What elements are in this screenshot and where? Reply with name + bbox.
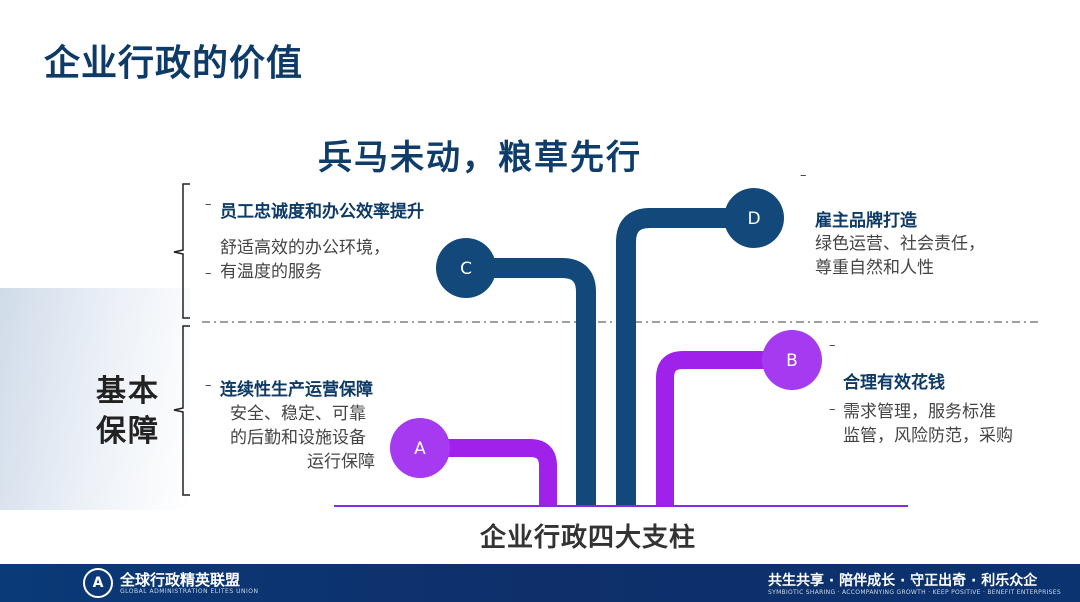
pillar-c-body-1: 舒适高效的办公环境， (220, 238, 390, 258)
pillar-c-body-2: 有温度的服务 (220, 262, 322, 282)
tick-mark: – (829, 338, 836, 353)
pillar-a-node: A (390, 418, 450, 478)
pillar-c-heading: 员工忠诚度和办公效率提升 (220, 202, 424, 222)
pillar-b-line (656, 351, 792, 506)
org-logo-icon: A (83, 568, 113, 598)
pillars-caption: 企业行政四大支柱 (480, 523, 697, 553)
pillar-b-heading: 合理有效花钱 (843, 373, 945, 393)
pillar-c-letter: C (460, 259, 472, 279)
pillar-a-line (420, 439, 557, 506)
pillar-a-heading: 连续性生产运营保障 (220, 380, 373, 400)
pillar-a-body-3: 运行保障 (307, 452, 375, 472)
pillar-a-body-1: 安全、稳定、可靠 (230, 404, 366, 424)
pillar-d-body-2: 尊重自然和人性 (815, 258, 934, 278)
side-label-line-2: 保障 (96, 414, 160, 449)
basic-guarantee-label: 基本 保障 (96, 372, 160, 452)
lower-bracket (173, 325, 190, 496)
pillar-d-letter: D (747, 209, 760, 229)
pillar-d-node: D (724, 188, 784, 248)
footer-bar (0, 564, 1080, 602)
tick-mark: – (800, 168, 807, 183)
background-decoration (0, 288, 190, 510)
pillar-d-heading: 雇主品牌打造 (815, 211, 917, 231)
pillar-b-node: B (762, 330, 822, 390)
side-label-line-1: 基本 (96, 374, 160, 409)
pillar-a-letter: A (414, 439, 426, 459)
tick-mark: – (205, 378, 212, 393)
footer-motto: 共生共享 · 陪伴成长 · 守正出奇 · 利乐众企 (768, 573, 1038, 589)
pillar-d-body-1: 绿色运营、社会责任， (815, 234, 985, 254)
tick-mark: – (829, 402, 836, 417)
page-title: 企业行政的价值 (44, 43, 304, 84)
pillar-b-letter: B (786, 351, 798, 371)
pillars-diagram: C D A B (173, 183, 1040, 507)
upper-bracket (173, 183, 190, 319)
tick-mark: – (205, 266, 212, 281)
tick-mark: – (205, 197, 212, 212)
pillar-d-line (616, 208, 754, 506)
pillar-a-body-2: 的后勤和设施设备 (230, 428, 366, 448)
footer-motto-en: SYMBIOTIC SHARING · ACCOMPANYING GROWTH … (768, 589, 1061, 596)
org-name-en: GLOBAL ADMINISTRATION ELITES UNION (120, 588, 259, 595)
pillar-c-node: C (436, 238, 496, 298)
pillar-c-line (466, 258, 596, 506)
org-name: 全球行政精英联盟 (120, 571, 241, 589)
pillar-b-body-1: 需求管理，服务标准 (843, 402, 996, 422)
slogan: 兵马未动，粮草先行 (318, 138, 642, 178)
pillar-b-body-2: 监管，风险防范，采购 (843, 426, 1013, 446)
